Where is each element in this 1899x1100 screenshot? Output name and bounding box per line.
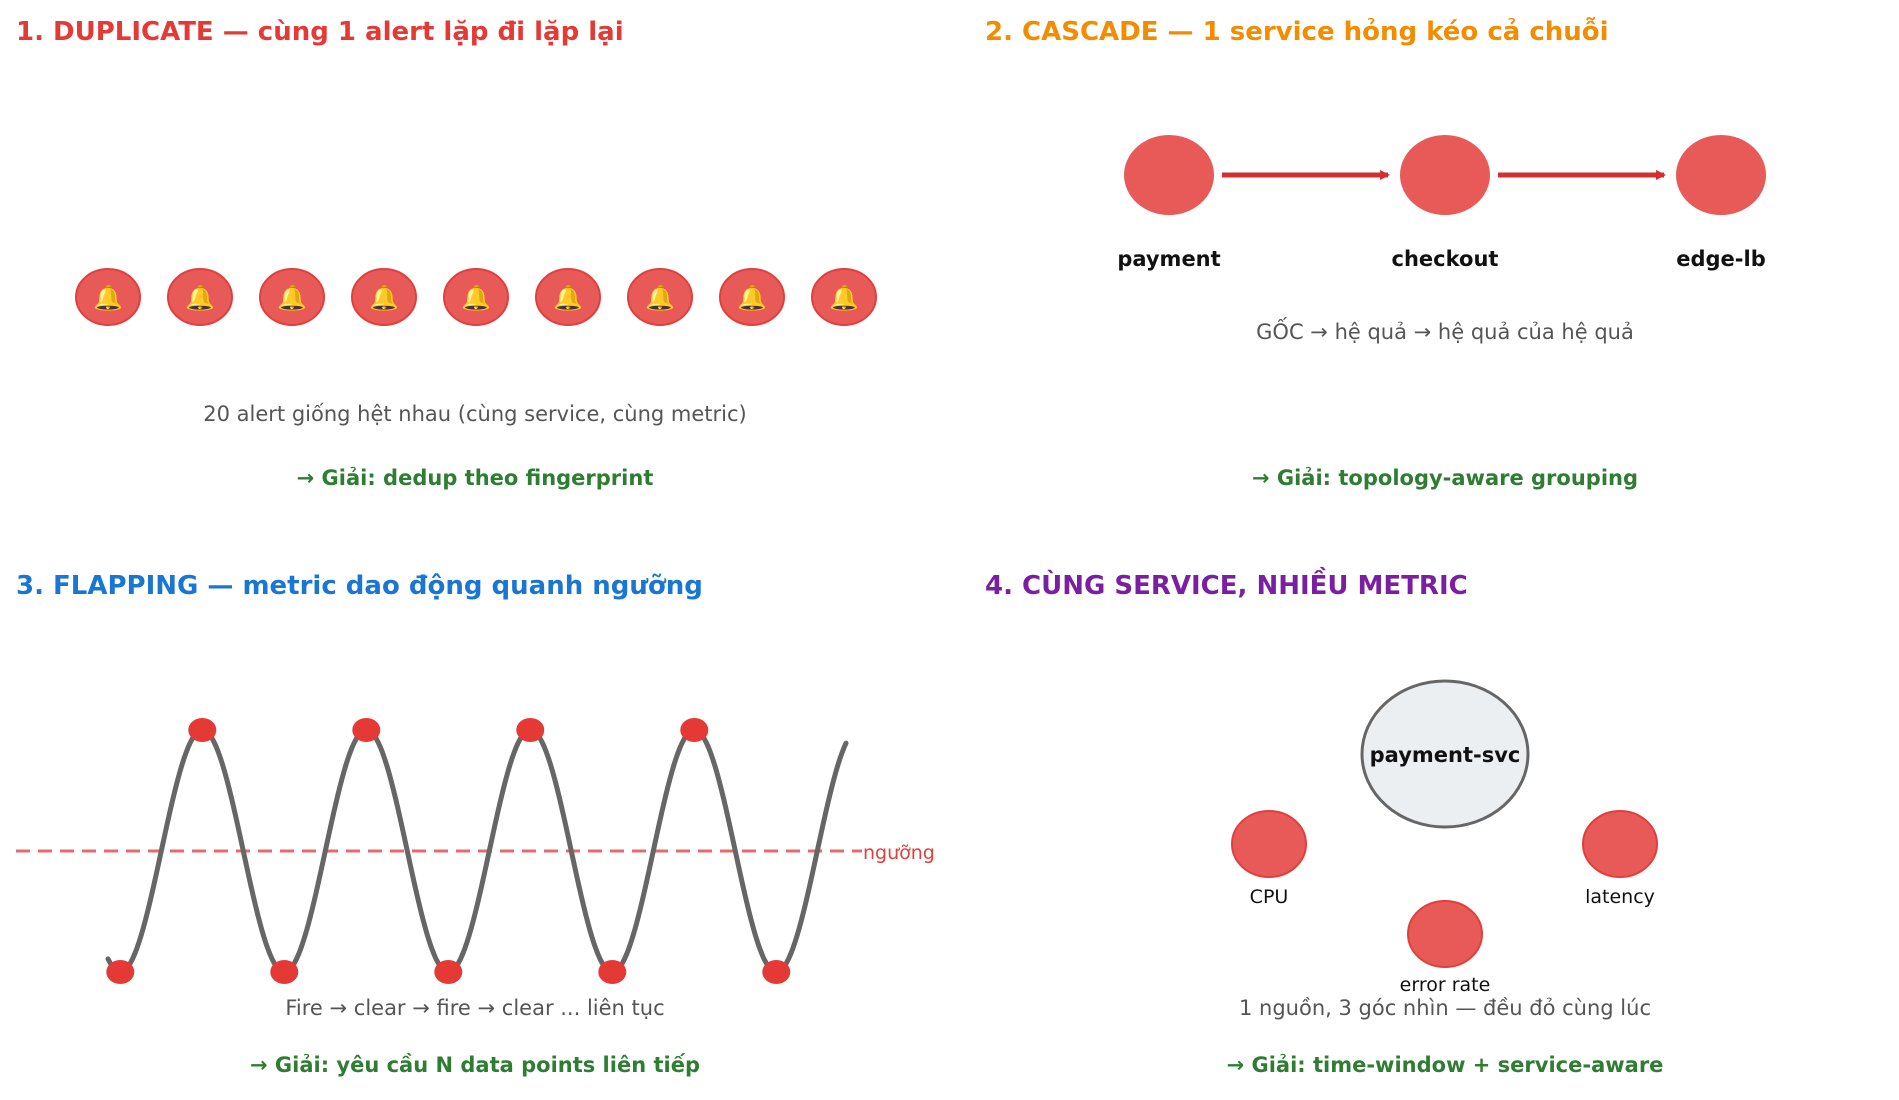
flapping-extremum-dot xyxy=(762,960,791,984)
solution-cascade: → Giải: topology-aware grouping xyxy=(1252,466,1638,490)
duplicate-alert: 🔔 xyxy=(627,268,693,326)
duplicate-alert: 🔔 xyxy=(351,268,417,326)
metric-node-latency xyxy=(1582,810,1658,878)
duplicate-alert: 🔔 xyxy=(719,268,785,326)
bell-icon: 🔔 xyxy=(277,284,307,312)
bell-icon: 🔔 xyxy=(369,284,399,312)
duplicate-alert-circle xyxy=(719,268,785,326)
bell-icon: 🔔 xyxy=(185,284,215,312)
bell-icon: 🔔 xyxy=(829,284,859,312)
duplicate-alert-circle xyxy=(75,268,141,326)
panel-flapping: 3. FLAPPING — metric dao động quanh ngưỡ… xyxy=(16,571,935,1077)
panel-title-flapping: 3. FLAPPING — metric dao động quanh ngưỡ… xyxy=(16,571,703,601)
flapping-extremum-dot xyxy=(352,718,381,742)
duplicate-alert-circle xyxy=(443,268,509,326)
service-node-payment-svc xyxy=(1360,679,1530,829)
metric-node-cpu xyxy=(1231,810,1307,878)
panel-cascade: 2. CASCADE — 1 service hỏng kéo cả chuỗi… xyxy=(985,16,1766,490)
cascade-node-payment xyxy=(1124,135,1214,215)
solution-duplicate: → Giải: dedup theo fingerprint xyxy=(297,466,654,490)
flapping-extremum-dot xyxy=(434,960,463,984)
bell-icon: 🔔 xyxy=(737,284,767,312)
duplicate-alert: 🔔 xyxy=(443,268,509,326)
duplicate-alert-circle xyxy=(811,268,877,326)
cascade-label-checkout: checkout xyxy=(1392,247,1499,271)
flapping-wave xyxy=(105,727,849,975)
duplicate-alert: 🔔 xyxy=(259,268,325,326)
cascade-label-payment: payment xyxy=(1117,247,1220,271)
metric-label-error-rate: error rate xyxy=(1400,974,1491,996)
duplicate-alert-circle xyxy=(167,268,233,326)
caption-duplicate: 20 alert giống hệt nhau (cùng service, c… xyxy=(203,402,746,426)
flapping-extremum-dot xyxy=(680,718,709,742)
solution-multi-metric: → Giải: time-window + service-aware xyxy=(1227,1053,1664,1077)
caption-flapping: Fire → clear → fire → clear ... liên tục xyxy=(285,996,664,1020)
duplicate-alert: 🔔 xyxy=(167,268,233,326)
flapping-extremum-dot xyxy=(106,960,135,984)
panel-title-duplicate: 1. DUPLICATE — cùng 1 alert lặp đi lặp l… xyxy=(16,17,624,47)
panel-title-multi-metric: 4. CÙNG SERVICE, NHIỀU METRIC xyxy=(985,566,1468,601)
solution-flapping: → Giải: yêu cầu N data points liên tiếp xyxy=(250,1053,700,1077)
bell-icon: 🔔 xyxy=(553,284,583,312)
caption-multi-metric: 1 nguồn, 3 góc nhìn — đều đỏ cùng lúc xyxy=(1239,996,1651,1020)
duplicate-alert-circle xyxy=(627,268,693,326)
metric-node-error-rate xyxy=(1407,900,1483,968)
duplicate-alert-row: 🔔 🔔 🔔 🔔 🔔 🔔 🔔 🔔 🔔 xyxy=(75,268,877,326)
bell-icon: 🔔 xyxy=(645,284,675,312)
flapping-extremum-dot xyxy=(270,960,299,984)
panel-multi-metric: 4. CÙNG SERVICE, NHIỀU METRIC payment-sv… xyxy=(985,566,1663,1077)
flapping-extremum-dot xyxy=(598,960,627,984)
service-label: payment-svc xyxy=(1370,743,1521,767)
panel-duplicate: 1. DUPLICATE — cùng 1 alert lặp đi lặp l… xyxy=(16,17,877,490)
flapping-extremum-dot xyxy=(188,718,217,742)
cascade-node-edge-lb xyxy=(1676,135,1766,215)
bell-icon: 🔔 xyxy=(461,284,491,312)
bell-icon: 🔔 xyxy=(93,284,123,312)
duplicate-alert: 🔔 xyxy=(535,268,601,326)
duplicate-alert: 🔔 xyxy=(75,268,141,326)
threshold-label: ngưỡng xyxy=(863,842,935,864)
cascade-label-edge-lb: edge-lb xyxy=(1676,247,1766,271)
cascade-node-checkout xyxy=(1400,135,1490,215)
duplicate-alert-circle xyxy=(351,268,417,326)
cascade-chain: payment checkout edge-lb xyxy=(1117,135,1766,271)
flapping-extremum-dot xyxy=(516,718,545,742)
metric-label-cpu: CPU xyxy=(1250,886,1289,908)
duplicate-alert-circle xyxy=(535,268,601,326)
duplicate-alert: 🔔 xyxy=(811,268,877,326)
duplicate-alert-circle xyxy=(259,268,325,326)
panel-title-cascade: 2. CASCADE — 1 service hỏng kéo cả chuỗi xyxy=(985,16,1609,47)
caption-cascade: GỐC → hệ quả → hệ quả của hệ quả xyxy=(1256,316,1634,344)
metric-label-latency: latency xyxy=(1585,886,1655,908)
flapping-peak-markers xyxy=(106,718,791,984)
